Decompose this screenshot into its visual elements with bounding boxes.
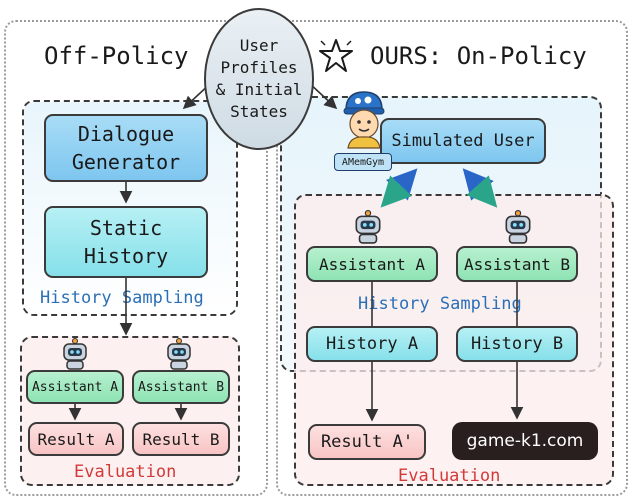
left-evaluation-label: Evaluation (74, 462, 177, 482)
robot-icon (355, 210, 381, 244)
robot-icon (167, 338, 191, 370)
left-history-sampling-region (22, 100, 238, 316)
user-avatar-icon (343, 91, 385, 149)
user-profiles-text: User Profiles & Initial States (215, 36, 303, 121)
on-policy-title: OURS: On-Policy (370, 42, 587, 70)
off-policy-panel (4, 20, 268, 496)
star-icon (319, 39, 353, 72)
off-policy-title: Off-Policy (44, 42, 189, 70)
simulated-user-box: Simulated User (380, 118, 546, 164)
dialogue-generator-box: Dialogue Generator (44, 114, 208, 182)
static-history-box: Static History (44, 206, 208, 278)
amemgym-badge: AMemGym (334, 153, 392, 171)
robot-icon (505, 210, 531, 244)
robot-icon (63, 338, 87, 370)
history-b-box: History B (456, 326, 578, 362)
left-result-a-box: Result A (28, 422, 124, 456)
left-assistant-b-box: Assistant B (132, 370, 230, 404)
left-result-b-box: Result B (132, 422, 230, 456)
user-profiles-bubble: User Profiles & Initial States (204, 8, 314, 150)
watermark-text: game-k1.com (466, 431, 584, 451)
right-evaluation-label: Evaluation (398, 466, 501, 486)
history-a-box: History A (306, 326, 438, 362)
left-evaluation-region (20, 336, 240, 486)
right-assistant-b-box: Assistant B (456, 246, 578, 282)
left-assistant-a-box: Assistant A (26, 370, 124, 404)
right-history-sampling-label: History Sampling (358, 294, 522, 314)
left-history-sampling-label: History Sampling (40, 288, 204, 308)
right-result-a-box: Result A' (308, 424, 426, 460)
right-assistant-a-box: Assistant A (306, 246, 438, 282)
watermark-box: game-k1.com (452, 422, 598, 460)
on-policy-panel (276, 20, 628, 496)
